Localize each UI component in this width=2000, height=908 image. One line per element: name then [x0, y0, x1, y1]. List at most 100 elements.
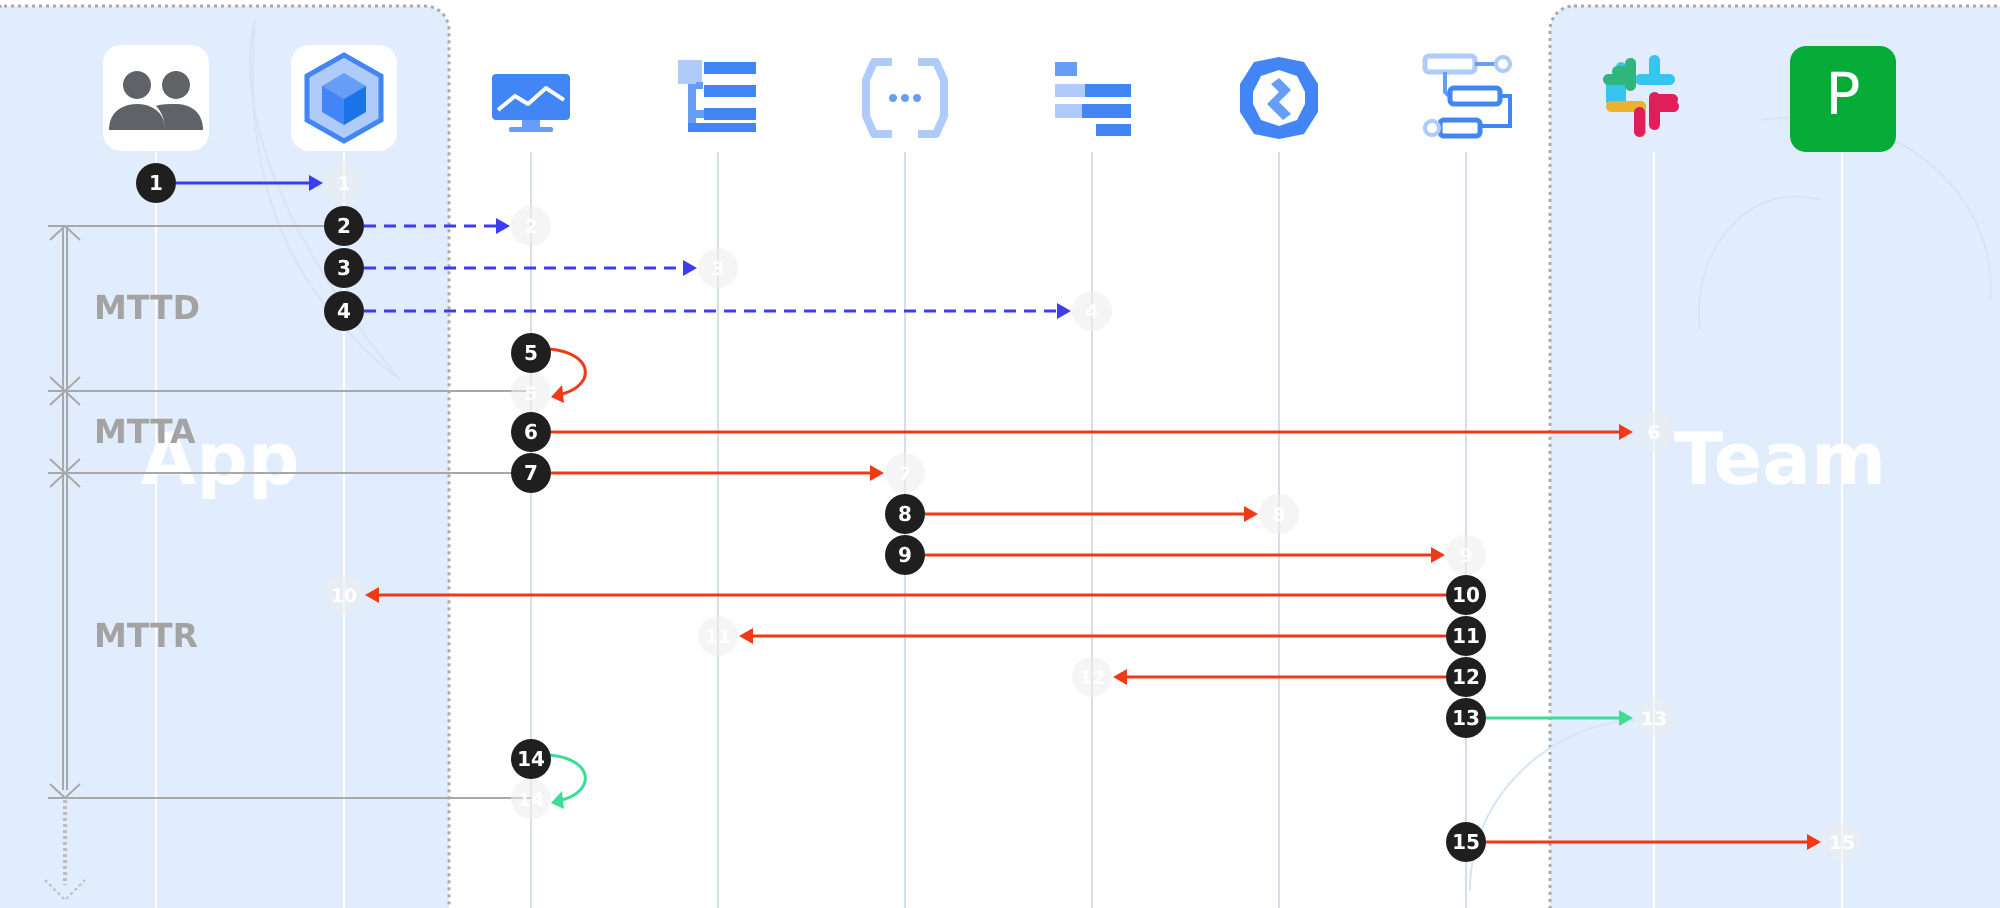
step-6-target-circle: [1634, 412, 1674, 452]
step-11-badge-circle: [1446, 616, 1486, 656]
metric-mtta: MTTA: [94, 412, 196, 451]
step-5-badge-circle: [511, 333, 551, 373]
step-12-arrowhead: [1113, 669, 1127, 685]
step-7-arrowhead: [870, 465, 884, 481]
step-13-badge: 13: [1446, 698, 1486, 738]
step-12-badge: 12: [1446, 657, 1486, 697]
step-8-badge-label: 8: [898, 502, 912, 526]
step-9-badge-circle: [885, 535, 925, 575]
step-3-arrowhead: [683, 260, 697, 276]
step-14-arrowhead: [551, 791, 564, 809]
step-10-target-circle: [324, 575, 364, 615]
step-9-badge: 9: [885, 535, 925, 575]
step-13-badge-circle: [1446, 698, 1486, 738]
metric-bracket-tick-2: [49, 389, 81, 406]
logging-icon: [678, 60, 756, 132]
step-10-target-label: 10: [331, 585, 357, 607]
step-4-badge: 4: [324, 291, 364, 331]
step-9-target-marker: 9: [1446, 535, 1486, 575]
step-1-target-marker: 1: [324, 163, 364, 203]
step-6-badge-circle: [511, 412, 551, 452]
step-14-badge-circle: [511, 739, 551, 779]
step-13-target-marker: 13: [1634, 698, 1674, 738]
step-9-target-label: 9: [1459, 545, 1472, 567]
step-15-badge-label: 15: [1452, 830, 1480, 854]
team-group-label: Team: [1674, 417, 1886, 501]
step-10-target-marker: 10: [324, 575, 364, 615]
step-5-target-circle: [511, 373, 551, 413]
step-14-target-circle: [511, 779, 551, 819]
step-2-badge-circle: [324, 206, 364, 246]
step-1-target-label: 1: [337, 173, 350, 195]
step-6-badge: 6: [511, 412, 551, 452]
step-14-loop-arrow: [548, 753, 587, 803]
step-12-target-circle: [1072, 657, 1112, 697]
step-1-badge: 1: [136, 163, 176, 203]
step-6-target-marker: 6: [1634, 412, 1674, 452]
step-3-target-label: 3: [711, 258, 724, 280]
step-1-badge-label: 1: [149, 171, 163, 195]
cloud-functions-icon: [862, 58, 948, 138]
step-15-target-circle: [1822, 822, 1862, 862]
step-11-target-label: 11: [705, 626, 731, 648]
metric-brackets: [44, 224, 531, 902]
step-8-target-marker: 8: [1259, 494, 1299, 534]
metric-bracket-tick-4: [49, 471, 81, 488]
step-10-badge-circle: [1446, 575, 1486, 615]
step-2-target-circle: [511, 206, 551, 246]
step-15-target-label: 15: [1829, 832, 1855, 854]
step-6-badge-label: 6: [524, 420, 538, 444]
users-icon: [103, 45, 209, 151]
step-7-target-circle: [885, 453, 925, 493]
step-2-badge-label: 2: [337, 214, 351, 238]
step-1-arrowhead: [309, 175, 323, 191]
step-10-badge: 10: [1446, 575, 1486, 615]
step-10-arrowhead: [365, 587, 379, 603]
pagerduty-icon: P: [1790, 46, 1896, 152]
step-1-badge-circle: [136, 163, 176, 203]
step-13-target-circle: [1634, 698, 1674, 738]
step-7-badge: 7: [511, 453, 551, 493]
step-4-badge-circle: [324, 291, 364, 331]
step-12-badge-label: 12: [1452, 665, 1480, 689]
step-6-target-label: 6: [1647, 422, 1660, 444]
step-14-badge-label: 14: [517, 747, 545, 771]
step-3-badge: 3: [324, 248, 364, 288]
step-14-target-marker: 14: [511, 779, 551, 819]
monitoring-icon: [492, 74, 570, 132]
step-3-target-circle: [698, 248, 738, 288]
step-7-badge-label: 7: [524, 461, 538, 485]
step-6-arrowhead: [1619, 424, 1633, 440]
cloud-build-icon: [1240, 57, 1318, 139]
step-7-target-marker: 7: [885, 453, 925, 493]
step-2-target-label: 2: [524, 216, 537, 238]
step-9-target-circle: [1446, 535, 1486, 575]
step-14-target-label: 14: [518, 789, 544, 811]
step-5-target-marker: 5: [511, 373, 551, 413]
step-11-badge-label: 11: [1452, 624, 1480, 648]
step-4-target-label: 4: [1085, 301, 1098, 323]
step-8-badge: 8: [885, 494, 925, 534]
step-13-target-label: 13: [1641, 708, 1667, 730]
step-4-target-marker: 4: [1072, 291, 1112, 331]
step-5-badge: 5: [511, 333, 551, 373]
step-10-badge-label: 10: [1452, 583, 1480, 607]
step-12-badge-circle: [1446, 657, 1486, 697]
step-3-badge-circle: [324, 248, 364, 288]
metric-mttr: MTTR: [94, 616, 198, 655]
step-4-target-circle: [1072, 291, 1112, 331]
app-group-label: App: [141, 417, 300, 501]
step-5-badge-label: 5: [524, 341, 538, 365]
step-2-target-marker: 2: [511, 206, 551, 246]
step-8-badge-circle: [885, 494, 925, 534]
step-15-badge-circle: [1446, 822, 1486, 862]
step-13-badge-label: 13: [1452, 706, 1480, 730]
step-13-arrowhead: [1619, 710, 1633, 726]
team-group-panel: [1469, 4, 2000, 908]
step-15-target-marker: 15: [1822, 822, 1862, 862]
step-3-target-marker: 3: [698, 248, 738, 288]
step-3-badge-label: 3: [337, 256, 351, 280]
step-arrows: [176, 175, 1821, 850]
step-11-target-circle: [698, 616, 738, 656]
